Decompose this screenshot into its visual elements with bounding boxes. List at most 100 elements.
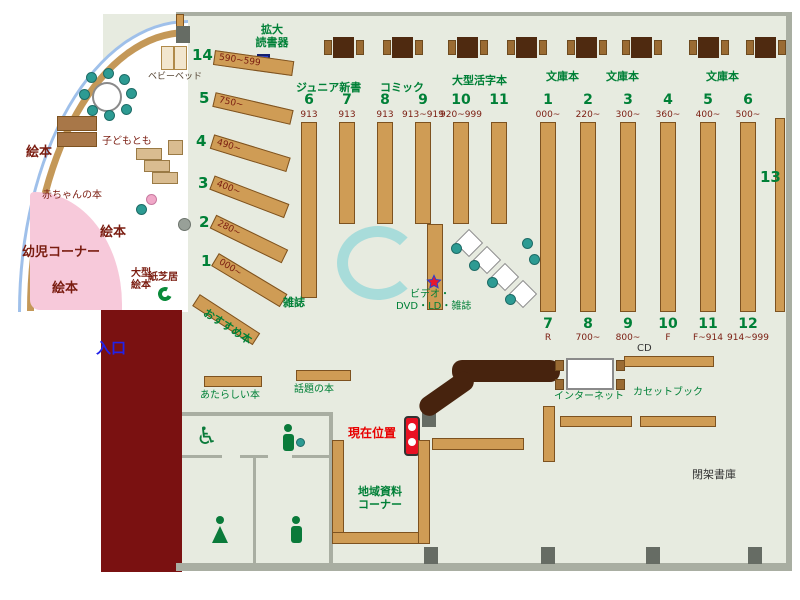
wall bbox=[329, 412, 333, 570]
reading-table bbox=[698, 37, 719, 58]
chair-dot bbox=[505, 294, 516, 305]
reading-table bbox=[755, 37, 776, 58]
entrance-label: 入口 bbox=[96, 339, 127, 357]
shelf-number: 14 bbox=[192, 46, 213, 64]
chair bbox=[415, 40, 423, 55]
reading-table bbox=[457, 37, 478, 58]
shelf-number: 1 bbox=[201, 252, 212, 270]
chair-dot bbox=[103, 68, 114, 79]
shelf-range: R bbox=[544, 333, 552, 343]
local-docs-shelf bbox=[332, 440, 344, 544]
pillar bbox=[646, 547, 660, 564]
video-shelf bbox=[427, 224, 443, 310]
large-picture-books-line2: 絵本 bbox=[131, 279, 151, 291]
shelf-range: 800~ bbox=[615, 333, 641, 343]
wall bbox=[176, 563, 792, 571]
icon-head bbox=[216, 516, 224, 524]
pillar bbox=[748, 547, 762, 564]
bookshelf bbox=[580, 122, 596, 312]
video-label-line1: ビデオ・ bbox=[410, 289, 450, 300]
magnifier-reader-label: 拡大 読書器 bbox=[240, 23, 304, 49]
bookshelf bbox=[740, 122, 756, 312]
toddler-corner-label: 幼児コーナー bbox=[22, 245, 101, 260]
local-docs-shelf bbox=[332, 532, 430, 544]
kids-mag-label: 子どもとも bbox=[102, 136, 152, 147]
picture-books-label: 絵本 bbox=[52, 281, 79, 296]
picture-books-label: 絵本 bbox=[100, 225, 127, 240]
large-picture-books-line1: 大型 bbox=[131, 268, 151, 279]
chair bbox=[448, 40, 456, 55]
shelf-range: 400~ bbox=[695, 110, 721, 120]
icon-body bbox=[290, 526, 302, 543]
kids-table bbox=[57, 116, 97, 131]
bookshelf bbox=[543, 406, 555, 462]
local-docs-line2: コーナー bbox=[358, 497, 402, 511]
reading-table bbox=[576, 37, 597, 58]
shelf-range: 913~919 bbox=[402, 110, 444, 120]
chair bbox=[507, 40, 515, 55]
chair-dot bbox=[529, 254, 540, 265]
local-docs-line1: 地域資料 bbox=[358, 485, 402, 498]
chair bbox=[555, 360, 564, 371]
shelf-number: 9 bbox=[418, 92, 428, 108]
shelf-range: F bbox=[665, 333, 671, 343]
marker-dot bbox=[408, 423, 416, 431]
cassette-label: カセットブック bbox=[633, 387, 703, 398]
kamishibai-label: 紙芝居 bbox=[148, 272, 178, 283]
pillar bbox=[424, 547, 438, 564]
category-label-comic: コミック bbox=[380, 81, 424, 94]
chair bbox=[721, 40, 729, 55]
local-docs-shelf bbox=[418, 440, 430, 544]
chair bbox=[324, 40, 332, 55]
closed-stacks-label: 閉架書庫 bbox=[692, 468, 736, 481]
local-docs-label: 地域資料 コーナー bbox=[348, 485, 412, 511]
shelf-range: 500~ bbox=[735, 110, 761, 120]
shelf-range: 913 bbox=[376, 110, 394, 120]
shelf-number: 1 bbox=[543, 92, 553, 108]
step-block bbox=[168, 140, 183, 155]
step-block bbox=[144, 160, 170, 172]
shelf-number: 6 bbox=[743, 92, 753, 108]
icon-head bbox=[292, 516, 300, 524]
curved-bench bbox=[337, 226, 419, 300]
chair bbox=[599, 40, 607, 55]
category-label-junior: ジュニア新書 bbox=[296, 81, 362, 94]
chair-dot bbox=[79, 89, 90, 100]
shelf-range: F~914 bbox=[693, 333, 723, 343]
pillar-round bbox=[178, 218, 191, 231]
reading-table bbox=[631, 37, 652, 58]
pillar bbox=[541, 547, 555, 564]
baby-room-icon bbox=[280, 424, 296, 451]
shelf-range: 300~ bbox=[615, 110, 641, 120]
shelf-number: 11 bbox=[489, 92, 509, 108]
baby-bed-label: ベビーベッド bbox=[148, 72, 203, 82]
category-label-large-print: 大型活字本 bbox=[452, 74, 507, 87]
shelf-range: 000~ bbox=[535, 110, 561, 120]
wall bbox=[240, 455, 268, 458]
shelf-range: 220~ bbox=[575, 110, 601, 120]
wall bbox=[786, 14, 792, 568]
magnifier-line1: 拡大 bbox=[261, 23, 283, 36]
shelf-range: 700~ bbox=[575, 333, 601, 343]
chair-dot bbox=[104, 110, 115, 121]
shelf-range: 913 bbox=[338, 110, 356, 120]
icon-head bbox=[284, 424, 292, 432]
star-icon bbox=[426, 274, 442, 289]
chair-dot bbox=[119, 74, 130, 85]
bookshelf bbox=[301, 122, 317, 298]
bookshelf bbox=[339, 122, 355, 224]
shelf-number: 4 bbox=[663, 92, 673, 108]
chair bbox=[555, 379, 564, 390]
shelf-number: 8 bbox=[583, 316, 593, 332]
shelf-number: 5 bbox=[703, 92, 713, 108]
service-counter bbox=[452, 360, 560, 382]
shelf-number: 3 bbox=[198, 174, 209, 192]
large-picture-books-label: 大型 絵本 bbox=[124, 268, 158, 291]
chair-dot bbox=[121, 104, 132, 115]
baby-bed-icon bbox=[174, 46, 187, 70]
wall bbox=[182, 412, 332, 416]
topic-books-label: 話題の本 bbox=[294, 384, 334, 395]
topic-books-shelf bbox=[296, 370, 351, 381]
pillar bbox=[176, 26, 190, 43]
shelf-number: 9 bbox=[623, 316, 633, 332]
